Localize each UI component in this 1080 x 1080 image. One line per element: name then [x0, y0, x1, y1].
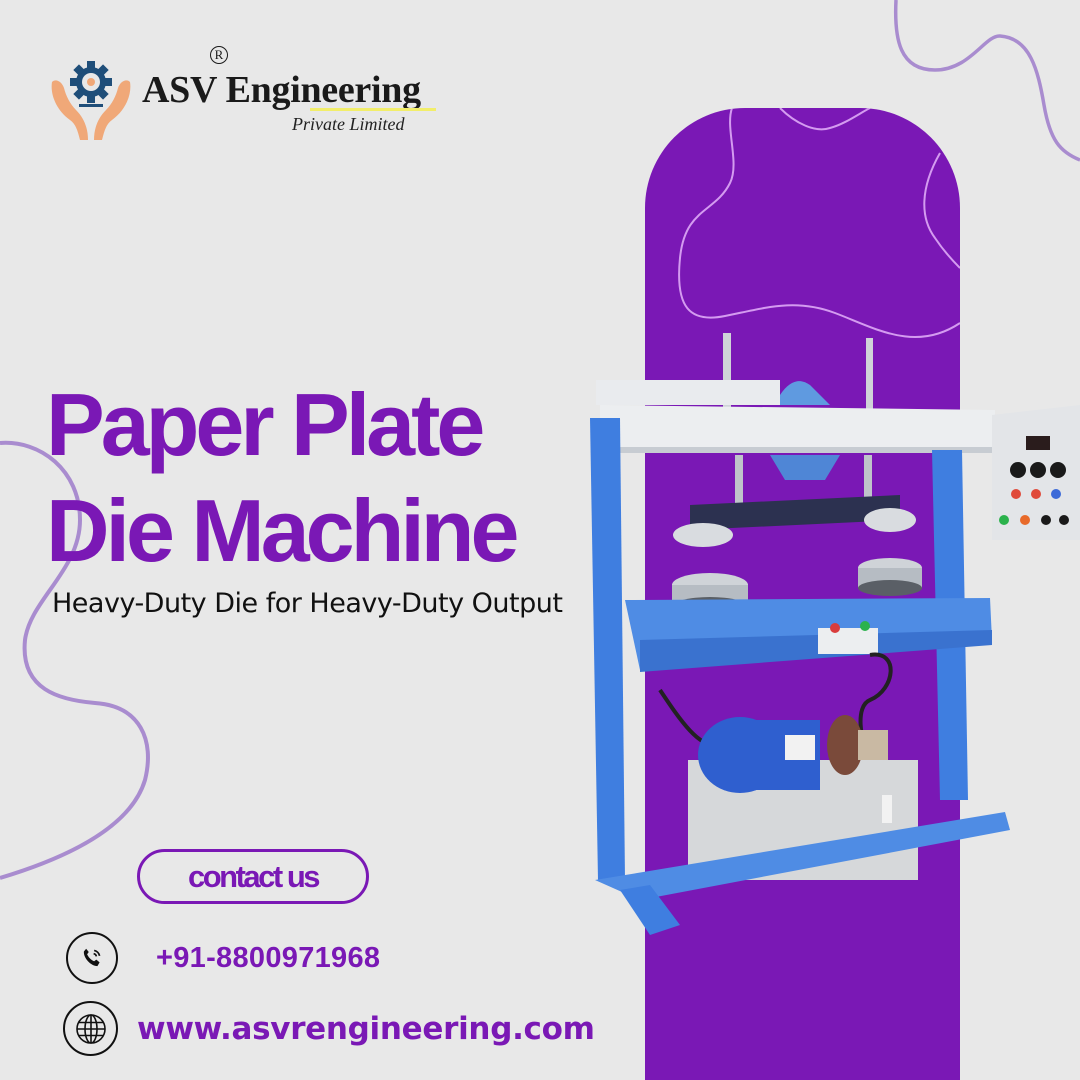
website-url[interactable]: www.asvrengineering.com — [137, 1010, 595, 1047]
contact-us-button[interactable]: contact us — [137, 849, 369, 904]
brand-name: ASV Engineering — [142, 69, 421, 111]
phone-number[interactable]: +91-8800971968 — [156, 941, 381, 974]
globe-icon — [63, 1001, 118, 1056]
panel-blob-outline — [678, 108, 960, 339]
hero-tagline: Heavy-Duty Die for Heavy-Duty Output — [52, 588, 563, 619]
registered-mark: R — [210, 46, 228, 64]
logo-underline — [310, 108, 436, 111]
gear-in-hands-icon — [51, 61, 131, 140]
brand-subtitle: Private Limited — [292, 114, 405, 134]
hero-title: Paper Plate Die Machine — [46, 372, 519, 584]
phone-contact-row[interactable]: +91-8800971968 — [66, 932, 380, 984]
phone-icon — [66, 932, 118, 984]
website-contact-row[interactable]: www.asvrengineering.com — [63, 1001, 595, 1056]
hero-title-line-2: Die Machine — [46, 481, 519, 580]
hero-title-line-1: Paper Plate — [46, 375, 485, 474]
brand-logo: ASV Engineering R Private Limited — [46, 44, 446, 144]
